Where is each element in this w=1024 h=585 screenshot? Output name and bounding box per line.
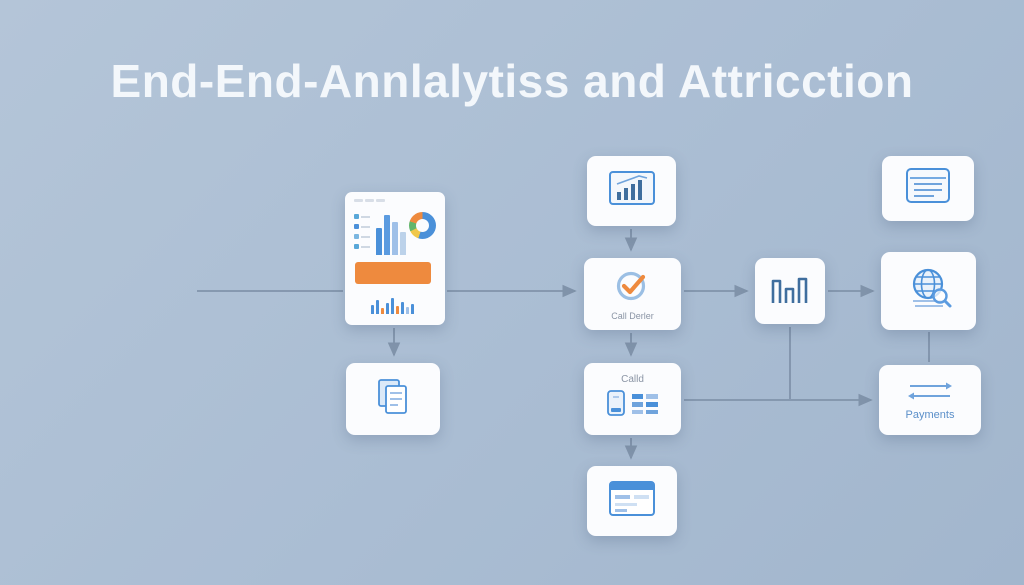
mini-bar-chart-icon [376,210,406,255]
devices-node-label: Calld [621,373,644,385]
browser-window-icon [905,167,951,210]
node-web-search [881,252,976,330]
node-document [346,363,440,435]
window-chrome-marks [354,199,385,202]
node-histogram [755,258,825,324]
node-devices: Calld [584,363,681,435]
banner-block [355,262,431,284]
mobile-and-table-icon [605,389,661,424]
node-browser-card [587,466,677,536]
browser-card-icon [608,480,656,523]
mini-histogram-icon [371,298,414,314]
check-node-label: Call Derler [611,310,654,321]
transfer-arrows-icon [904,379,956,408]
histogram-bars-icon [768,270,812,313]
node-payments: Payments [879,365,981,435]
node-browser-window [882,156,974,221]
payments-node-label: Payments [905,409,955,421]
mini-list-icon [354,214,370,249]
node-analytics-dashboard [345,192,445,325]
diagram-title: End-End-Annlalytiss and Attricction [110,55,914,107]
donut-chart-icon [409,212,436,239]
node-check: Call Derler [584,258,681,330]
bar-chart-frame-icon [608,170,656,213]
document-pages-icon [372,376,414,423]
globe-search-icon [904,265,954,318]
checkmark-circle-icon [612,268,654,309]
node-bar-chart [587,156,676,226]
